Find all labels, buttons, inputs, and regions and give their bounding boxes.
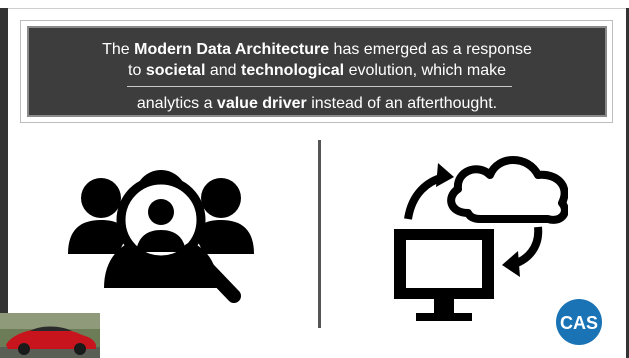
banner-rule [127,86,512,87]
slide-right-border [626,8,629,358]
people-search-icon [68,170,254,303]
banner-line-2: to societal and technological evolution,… [128,62,506,79]
statement-banner: The Modern Data Architecture has emerged… [27,26,607,117]
slide-left-border [0,8,8,313]
banner-line-3: analytics a value driver instead of an a… [136,95,498,112]
slide-top-border [0,0,629,9]
highlight-modern-data-architecture: Modern Data Architecture [134,41,330,58]
vertical-divider [318,140,321,328]
cas-logo-text: CAS [560,313,598,333]
banner-line-1: The Modern Data Architecture has emerged… [102,41,532,58]
highlight-value-driver: value driver [216,95,307,112]
computer-cloud-sync-icon [394,156,568,321]
highlight-societal: societal [145,62,206,79]
red-car-photo [0,313,100,358]
cas-logo: CAS [556,299,602,345]
highlight-technological: technological [241,62,345,79]
